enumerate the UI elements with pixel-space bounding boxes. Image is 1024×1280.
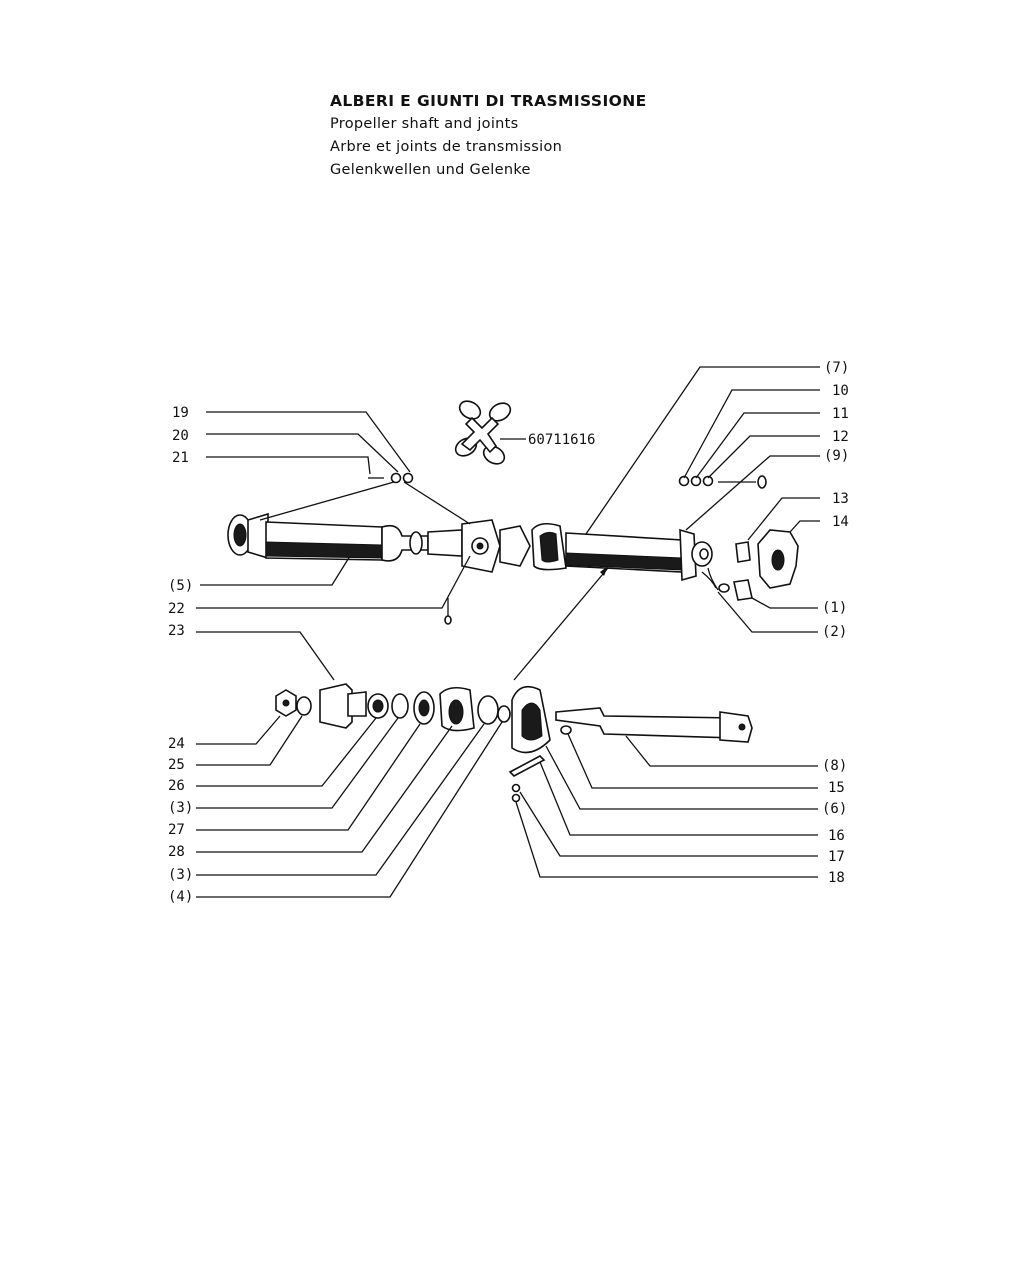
title-french: Arbre et joints de transmission [330, 139, 563, 155]
callout-17: 17 [828, 849, 845, 865]
title-block: ALBERI E GIUNTI DI TRASMISSIONE Propelle… [330, 90, 647, 182]
callout-11: 11 [832, 406, 849, 422]
callout-8: (8) [822, 758, 847, 774]
callout-23: 23 [168, 623, 185, 639]
bolt-22 [444, 598, 452, 625]
callout-24: 24 [168, 736, 185, 752]
part-number: 60711616 [528, 432, 595, 448]
callout-20: 20 [172, 428, 189, 444]
bolt-group-19-21 [368, 472, 414, 484]
callout-16: 16 [828, 828, 845, 844]
callout-13: 13 [832, 491, 849, 507]
callout-27: 27 [168, 822, 185, 838]
callout-25: 25 [168, 757, 185, 773]
callout-9: (9) [824, 448, 849, 464]
callout-15: 15 [828, 780, 845, 796]
nut-group-10-12 [678, 475, 767, 489]
callout-3a: (3) [168, 800, 193, 816]
lower-exploded-parts [275, 683, 753, 803]
gearbox-parts-13-14 [718, 529, 799, 601]
title-english: Propeller shaft and joints [330, 116, 519, 132]
callout-28: 28 [168, 844, 185, 860]
callout-labels: 19 20 21 (5) 22 23 24 25 26 (3) 27 28 (3… [168, 360, 849, 905]
callout-22: 22 [168, 601, 185, 617]
callout-21: 21 [172, 450, 189, 466]
callout-10: 10 [832, 383, 849, 399]
callout-5: (5) [168, 578, 193, 594]
callout-1: (1) [822, 600, 847, 616]
title-italian: ALBERI E GIUNTI DI TRASMISSIONE [330, 92, 647, 110]
callout-14: 14 [832, 514, 849, 530]
callout-12: 12 [832, 429, 849, 445]
universal-joint-spider [454, 400, 526, 465]
title-german: Gelenkwellen und Gelenke [330, 162, 531, 178]
upper-shaft-assembly [227, 512, 713, 582]
callout-4: (4) [168, 889, 193, 905]
callout-19: 19 [172, 405, 189, 421]
callout-3b: (3) [168, 867, 193, 883]
leader-lines [196, 366, 820, 898]
callout-18: 18 [828, 870, 845, 886]
callout-7: (7) [824, 360, 849, 376]
callout-26: 26 [168, 778, 185, 794]
callout-6: (6) [822, 801, 847, 817]
callout-2: (2) [822, 624, 847, 640]
